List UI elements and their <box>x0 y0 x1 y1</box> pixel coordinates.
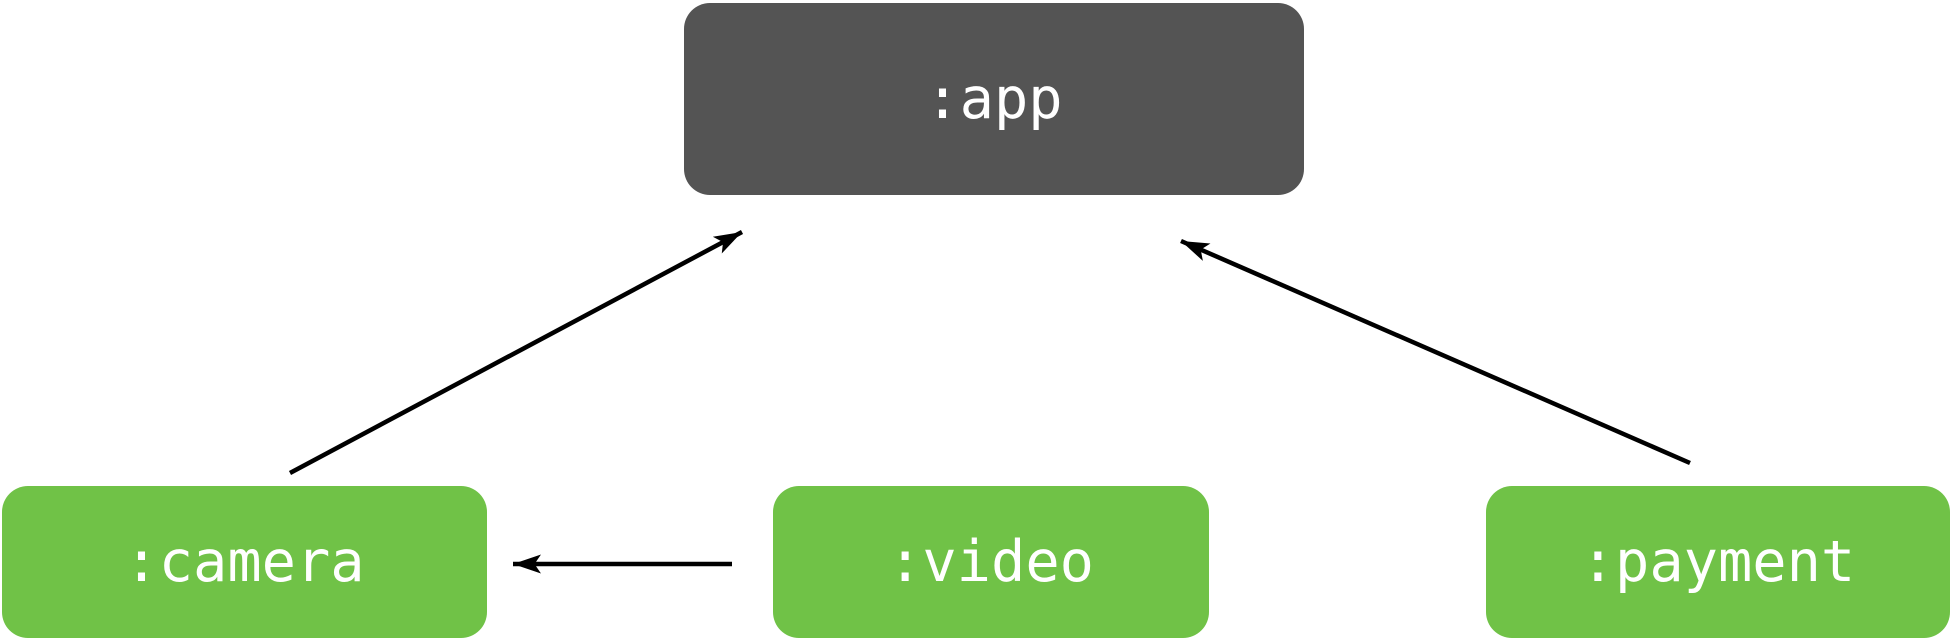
node-camera-label: :camera <box>124 528 365 595</box>
edge-camera-to-app <box>288 230 744 475</box>
node-app-label: :app <box>925 65 1063 132</box>
node-video-label: :video <box>888 528 1094 595</box>
node-video: :video <box>773 486 1209 638</box>
node-camera: :camera <box>2 486 487 638</box>
node-app: :app <box>684 3 1304 195</box>
edge-payment-to-app <box>1180 238 1691 466</box>
node-payment: :payment <box>1486 486 1950 638</box>
node-payment-label: :payment <box>1580 528 1856 595</box>
